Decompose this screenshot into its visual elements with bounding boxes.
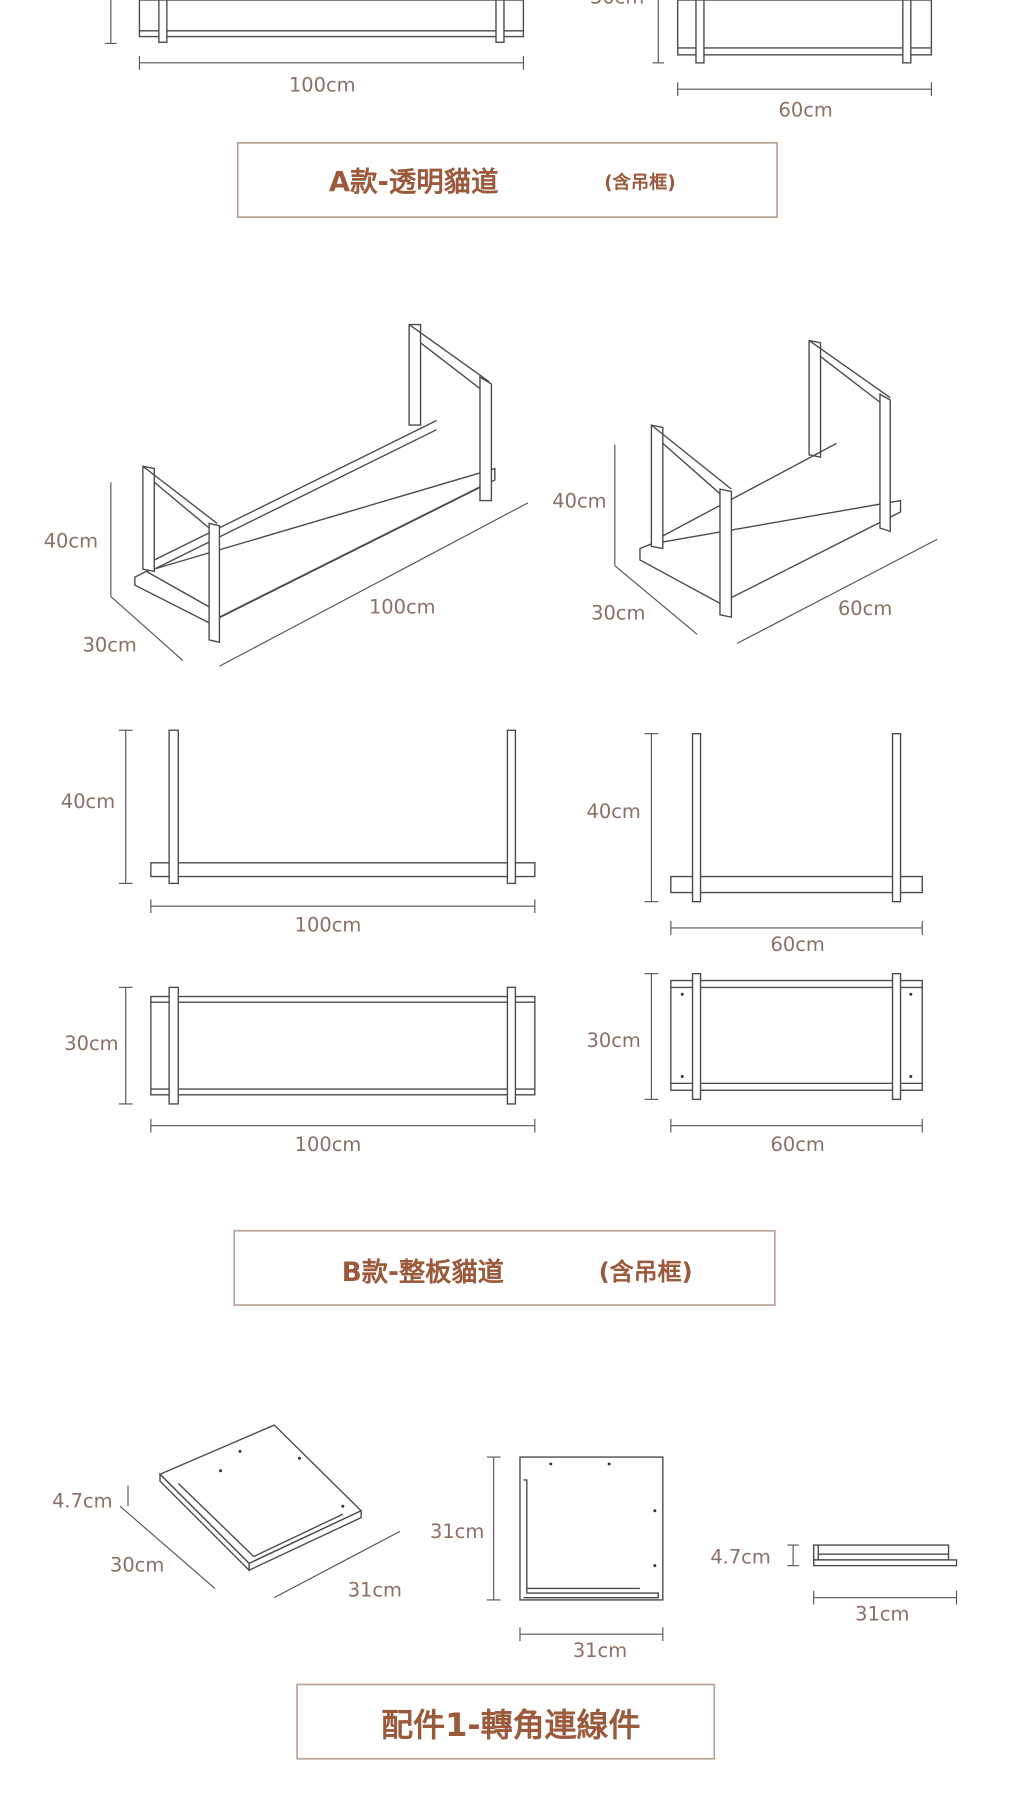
accessory-side-view: 4.7cm 31cm [710, 1544, 958, 1625]
dim-width: 100cm [289, 73, 356, 96]
section-a-title-box: A款-透明貓道 (含吊框) [236, 141, 778, 218]
dim-lip: 4.7cm [710, 1545, 770, 1568]
b-top-view-60: 30cm 60cm [587, 972, 923, 1156]
b-front-view-60: 40cm 60cm [587, 732, 923, 956]
dim-width: 31cm [348, 1578, 402, 1601]
dim-depth: 30cm [591, 601, 645, 624]
dim-height: 40cm [61, 790, 115, 813]
b-front-view-100: 40cm 100cm [61, 729, 536, 936]
dim-depth: 30cm [590, 0, 644, 8]
section-a-note: (含吊框) [604, 172, 676, 194]
dim-width: 31cm [855, 1602, 909, 1625]
section-b-note: (含吊框) [599, 1258, 693, 1286]
dim-depth: 30cm [83, 633, 137, 656]
dim-depth: 30cm [587, 1029, 641, 1052]
dim-width: 60cm [771, 933, 825, 956]
accessory-front-view: 31cm 31cm [430, 1456, 664, 1662]
section-b-title-box: B款-整板貓道 (含吊框) [233, 1229, 776, 1306]
dim-height: 40cm [44, 529, 98, 552]
dim-depth: 30cm [110, 1553, 164, 1576]
a-top-view-100: 100cm [105, 0, 525, 96]
dim-width: 100cm [295, 1133, 362, 1156]
accessory-iso-view: 4.7cm 30cm 31cm [52, 1424, 402, 1601]
b-iso-view-60: 40cm 30cm 60cm [552, 339, 938, 644]
dim-width: 60cm [779, 99, 833, 122]
accessory-title-box: 配件1-轉角連線件 [296, 1683, 716, 1760]
b-iso-view-100: 40cm 30cm 100cm [44, 323, 529, 667]
section-b-title: B款-整板貓道 [342, 1257, 504, 1288]
dim-height: 40cm [587, 800, 641, 823]
dim-width: 100cm [369, 596, 436, 619]
a-top-view-60: 30cm 60cm [590, 0, 933, 122]
dim-depth: 30cm [64, 1032, 118, 1055]
dim-width: 31cm [573, 1639, 627, 1662]
b-top-view-100: 30cm 100cm [64, 986, 536, 1156]
dim-lip: 4.7cm [52, 1489, 112, 1512]
dim-height: 40cm [552, 489, 606, 512]
section-a-title: A款-透明貓道 [329, 166, 499, 198]
accessory-title: 配件1-轉角連線件 [381, 1706, 640, 1744]
dim-width: 100cm [295, 913, 362, 936]
dim-width: 60cm [771, 1133, 825, 1156]
dim-width: 60cm [838, 597, 892, 620]
dim-height: 31cm [430, 1520, 484, 1543]
